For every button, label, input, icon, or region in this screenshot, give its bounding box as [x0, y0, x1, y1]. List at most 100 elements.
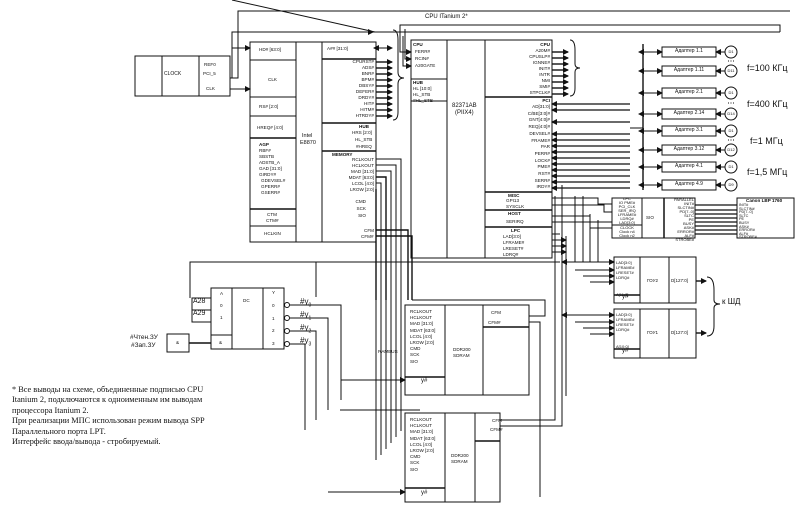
y-sub: 3	[308, 341, 312, 348]
intel-cpu-pin: HTRDY#	[355, 113, 374, 118]
sdram-pin: HCLKOUT	[410, 315, 432, 321]
sdram-sel: y#	[421, 378, 428, 384]
printer-pin: ASK#	[739, 224, 749, 229]
sio-lpc-pin: LPC	[623, 196, 631, 201]
fpga-pin: A[10:0]	[616, 344, 629, 349]
piix-pci-pin: C/BE[3:0]#	[527, 110, 550, 116]
gou2-block	[613, 256, 697, 304]
piix-right-cpu-pin: STPCLK#	[529, 90, 550, 95]
note-line-5: Интерфейс ввода/вывода - стробируемый.	[12, 437, 161, 447]
and-in-write: #Зап.ЗУ	[131, 342, 156, 349]
sio-parallel-pin: SLTC	[684, 213, 694, 218]
piix-pci-pin: REQ[4:0]#	[528, 124, 550, 130]
sdram-cfmn: CFM#	[490, 427, 503, 432]
cpu-itanium-label: CPU ITanium 2*	[425, 14, 468, 20]
note-line-2: процессора Itanium 2.	[12, 405, 89, 415]
sdram-pin: CMD	[410, 454, 421, 460]
printer-pin: PD[7..0]	[739, 210, 753, 215]
piix-right-cpu-pin: SMI#	[539, 84, 550, 89]
intel-mem-pin: MAD [31:0]	[351, 169, 374, 174]
decoder-name: DC	[243, 298, 250, 303]
y-sub: 2	[308, 328, 312, 335]
intel-cfmn: CFM#	[361, 234, 374, 239]
piix-pci-pin: PAR	[540, 144, 550, 150]
piix-left-cpu-0: FERR#	[415, 49, 431, 54]
sdram-pin: LCOL [4:0]	[410, 333, 433, 339]
piix-left-cpu-title: CPU	[413, 42, 423, 47]
sio-name: SIO	[646, 215, 654, 220]
sdram-name: SDRAM	[451, 459, 468, 464]
intel-hreq: HREQ# [4:0]	[257, 125, 284, 130]
sio-parallel-pin: ALF#	[684, 233, 694, 238]
intel-mem-pin: RCLKOUT	[352, 157, 374, 162]
piix-right-cpu-pin: A20M#	[535, 48, 550, 53]
intel-mem-pin: CMD	[355, 199, 366, 204]
piix-pci-pin: LOCK#	[534, 157, 550, 163]
sdram-pin: LCOL [4:0]	[410, 441, 433, 447]
clock-pin-ref0: REF0	[204, 62, 216, 67]
intel-hd: HD# [63:0]	[259, 47, 281, 52]
intel-cpu-pin: BPM#	[361, 77, 374, 82]
sio-parallel-pin: PD[7..0]	[679, 209, 694, 214]
fpga-sel: y#	[622, 294, 629, 300]
printer-pin: ALF#	[739, 231, 749, 236]
intel-e8870-block	[249, 41, 377, 243]
sio-lpc-pin: IO PME#	[618, 200, 636, 205]
a28-label: A28	[193, 298, 206, 305]
decoder-y-title: Y	[272, 290, 276, 295]
note-line-0: * Все выводы на схеме, объединенные подп…	[12, 385, 204, 394]
y-sub: 1	[308, 315, 312, 322]
fpga-out: D[127:0]	[671, 330, 689, 335]
sio-clock-pin: Clock n4	[619, 229, 635, 235]
piix-left-cpu-1: RCIN#	[415, 56, 429, 61]
kshd-label: к ШД	[722, 297, 741, 306]
sdram-pin: SCK	[410, 460, 420, 466]
decoder-a-title: A	[220, 291, 224, 296]
piix-right-cpu-pin: INIT#	[538, 66, 550, 71]
fpga-pin: LRESET#	[616, 322, 634, 327]
sdram-pin: MAD [31:0]	[410, 429, 433, 435]
and-sym: &	[176, 340, 180, 345]
intel-clk: CLK	[268, 77, 277, 82]
sdram-pin: MDAT [63:0]	[410, 435, 436, 441]
sdram-pin: SIO	[410, 466, 418, 472]
fpga-name: ГОУ1	[647, 330, 658, 335]
intel-mem-pin: SIO	[358, 213, 366, 218]
intel-cpu-pin: DBSY#	[358, 83, 374, 88]
sdram-pin: HCLKOUT	[410, 423, 432, 429]
adapter-label: Адаптер 3.12	[673, 146, 705, 152]
intel-ctmn: CTM#	[266, 218, 279, 223]
piix-pci-pin: IRDY#	[536, 184, 550, 190]
sio-parallel-pin: ASK#	[683, 225, 694, 230]
y-sub: 0	[308, 302, 312, 309]
sio-parallel-pin: ERROR#	[677, 229, 694, 234]
piix-left-hub-1: HL_STB	[413, 92, 431, 97]
piix-pci-pin: AD[31:0]	[532, 104, 550, 109]
piix-pci-pin: DEVSEL#	[529, 130, 550, 136]
decoder-in-1: 1	[220, 315, 223, 320]
sdram-name: SDRAM	[453, 353, 470, 358]
and-in-read: #Чтен.ЗУ	[130, 334, 158, 341]
sdram-cfmn: CFM#	[488, 320, 501, 325]
intel-a: A## [31:0]	[327, 46, 348, 51]
intel-mem-pin: LCOL [4:0]	[351, 181, 374, 186]
sio-parallel-pin: PE	[688, 217, 694, 222]
sio-lpc-pin: LAD[3:0]	[619, 220, 635, 225]
piix-pci-pin: FRAME#	[531, 137, 550, 143]
sdram-pin: MAD [31:0]	[410, 321, 433, 327]
piix-pci-title: PCI	[542, 98, 550, 103]
piix-left-hub-title: HUB	[413, 80, 423, 85]
fpga-pin: LAD[3:0]	[616, 312, 632, 317]
piix-left-hub-0: HL [10:0]	[413, 86, 432, 91]
sdram-1-block	[404, 304, 530, 396]
a29-label: A29	[193, 310, 206, 317]
piix-pci-pin: RST#	[538, 171, 550, 176]
freq-4: f=1,5 МГц	[747, 167, 788, 177]
intel-mem-pin: LROW [2:0]	[350, 187, 374, 192]
sdram-cfm: CFM	[491, 310, 501, 315]
fpga-pin: LFRAME#	[616, 265, 635, 270]
piix-host-title: HOST	[508, 211, 521, 216]
sdram-pin: RCLKOUT	[410, 309, 432, 314]
rambus-label: RAMBUS	[378, 349, 398, 354]
